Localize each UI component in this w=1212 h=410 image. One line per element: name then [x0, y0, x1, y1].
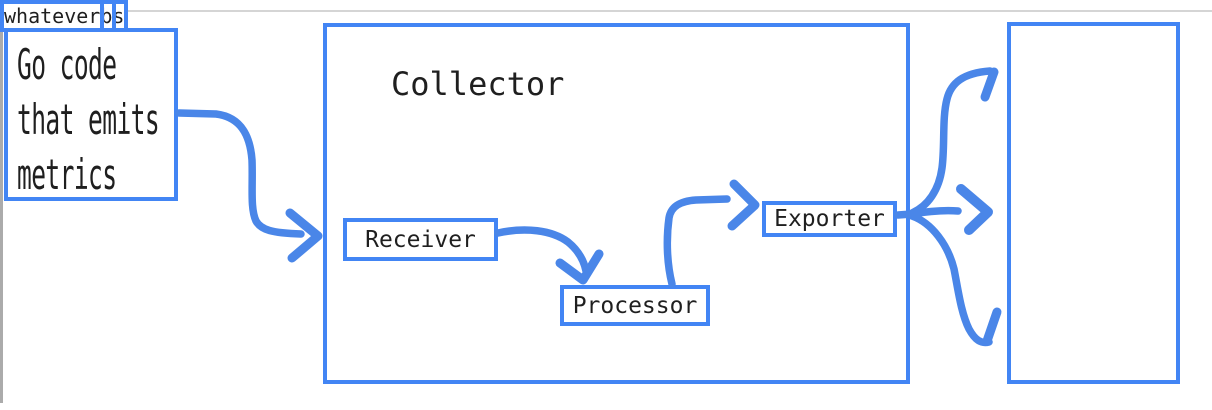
top-rule-line — [0, 10, 1212, 12]
exporter-box: Exporter — [762, 201, 897, 237]
processor-box: Processor — [560, 285, 710, 326]
receiver-label: Receiver — [365, 226, 476, 253]
arrow-source-to-receiver — [175, 109, 323, 263]
fanout-middle-arrowhead — [956, 184, 993, 235]
sinks-panel — [1007, 22, 1180, 384]
left-edge-bar — [0, 10, 3, 403]
fanout-bottom-arrowhead — [982, 307, 1002, 346]
receiver-box: Receiver — [343, 218, 498, 261]
source-box-label: Go code that emits metrics — [17, 40, 160, 199]
source-box: Go code that emits metrics — [4, 28, 178, 201]
sink-label: whatever — [4, 4, 101, 28]
arrow-exporter-fanout — [894, 67, 1002, 347]
sink-box-whatever: whatever — [0, 0, 105, 32]
fanout-top-branch — [908, 67, 994, 217]
fanout-middle-branch — [908, 206, 962, 218]
processor-label: Processor — [572, 292, 698, 319]
fanout-bottom-branch — [908, 212, 993, 347]
fanout-top-arrowhead — [980, 67, 999, 102]
collector-title: Collector — [391, 65, 565, 103]
exporter-label: Exporter — [774, 206, 885, 232]
